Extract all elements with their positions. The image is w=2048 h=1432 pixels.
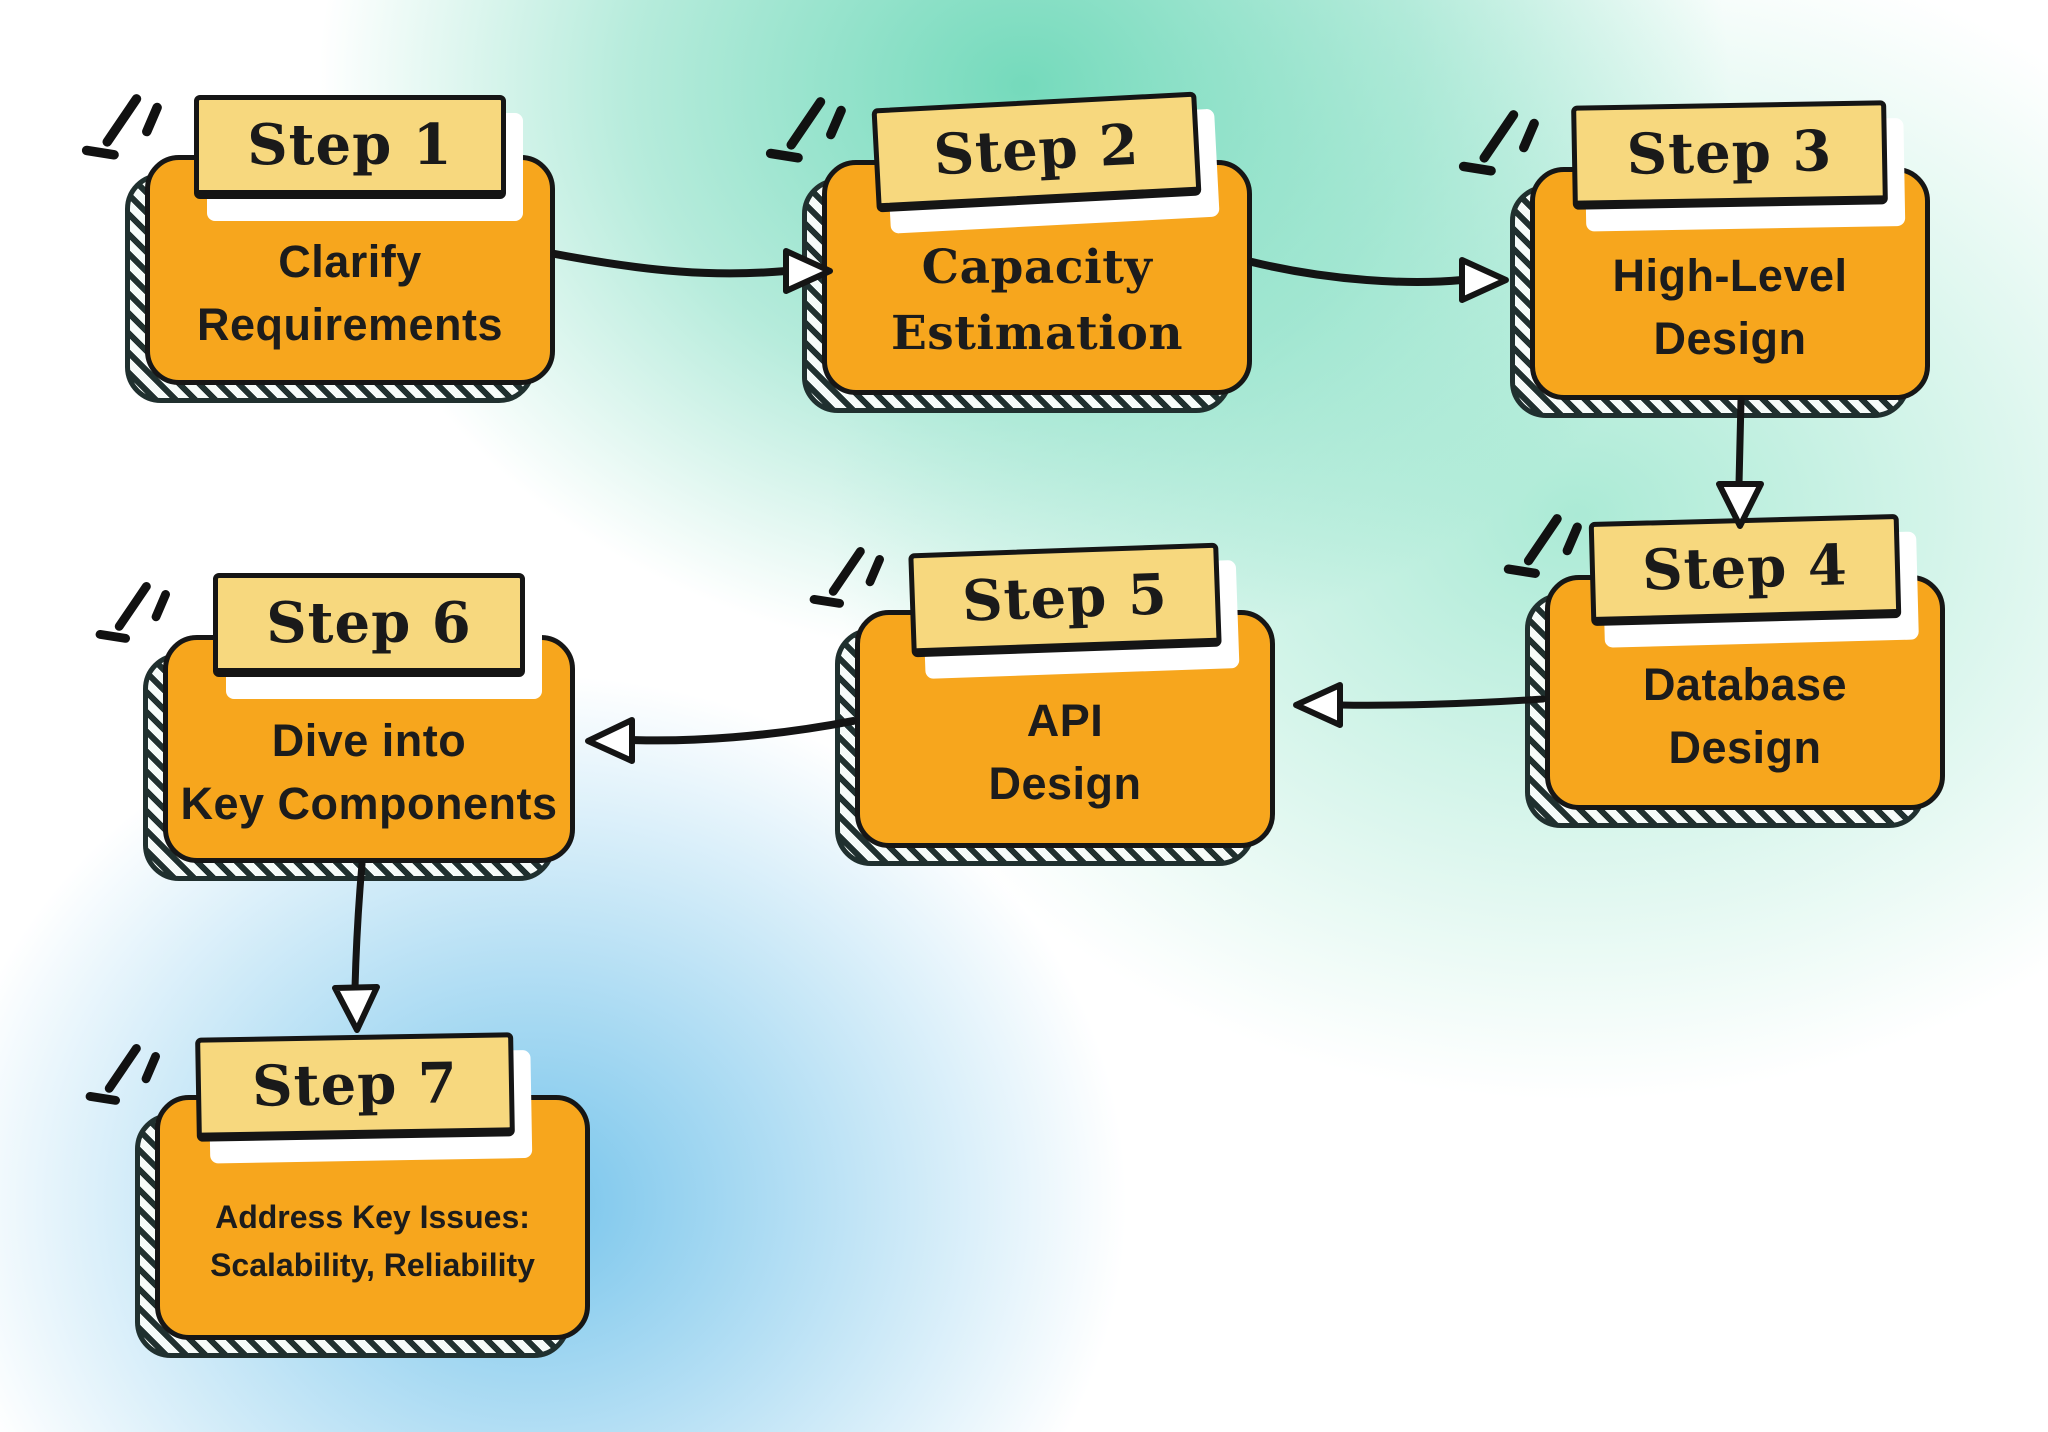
step-1-title: Clarify Requirements (196, 236, 504, 350)
arrow-step5-to-step6 (585, 717, 857, 764)
arrow-step4-to-step5 (1293, 682, 1547, 728)
step-4-badge: Step 4 (1588, 513, 1902, 627)
sparkle-icon (771, 102, 842, 158)
step-5-title: API Design (988, 695, 1142, 809)
step-5-card: API Design Step 5 (835, 542, 1275, 866)
step-3-card: High-Level Design Step 3 (1510, 100, 1930, 418)
step-6-card: Dive into Key Components Step 6 (143, 573, 575, 881)
step-1-card: Clarify Requirements Step 1 (125, 95, 555, 403)
step-4-title: Database Design (1642, 658, 1848, 773)
step-3-title: High-Level Design (1612, 249, 1848, 364)
step-2-title: Capacity Estimation (890, 239, 1184, 361)
step-7-badge: Step 7 (195, 1032, 515, 1142)
sparkle-icon (1464, 115, 1535, 171)
step-6-badge: Step 6 (213, 573, 525, 677)
step-1-badge: Step 1 (194, 95, 506, 199)
step-6-title: Dive into Key Components (180, 715, 558, 829)
arrow-step3-to-step4 (1716, 396, 1764, 529)
step-7-card: Address Key Issues: Scalability, Reliabi… (135, 1032, 590, 1358)
step-3-badge: Step 3 (1571, 100, 1888, 210)
step-5-badge: Step 5 (908, 542, 1222, 658)
step-2-card: Capacity Estimation Step 2 (802, 91, 1252, 413)
step-7-title: Address Key Issues: Scalability, Reliabi… (210, 1198, 535, 1283)
arrow-step2-to-step3 (1248, 257, 1509, 303)
arrow-step1-to-step2 (551, 248, 833, 294)
sparkle-icon (814, 551, 880, 603)
sparkle-icon (1508, 519, 1577, 574)
sparkle-icon (90, 1048, 156, 1100)
sparkle-icon (87, 99, 158, 155)
step-2-badge: Step 2 (871, 91, 1202, 213)
sparkle-icon (100, 586, 166, 638)
arrow-step6-to-step7 (332, 860, 380, 1033)
step-4-card: Database Design Step 4 (1525, 513, 1945, 828)
